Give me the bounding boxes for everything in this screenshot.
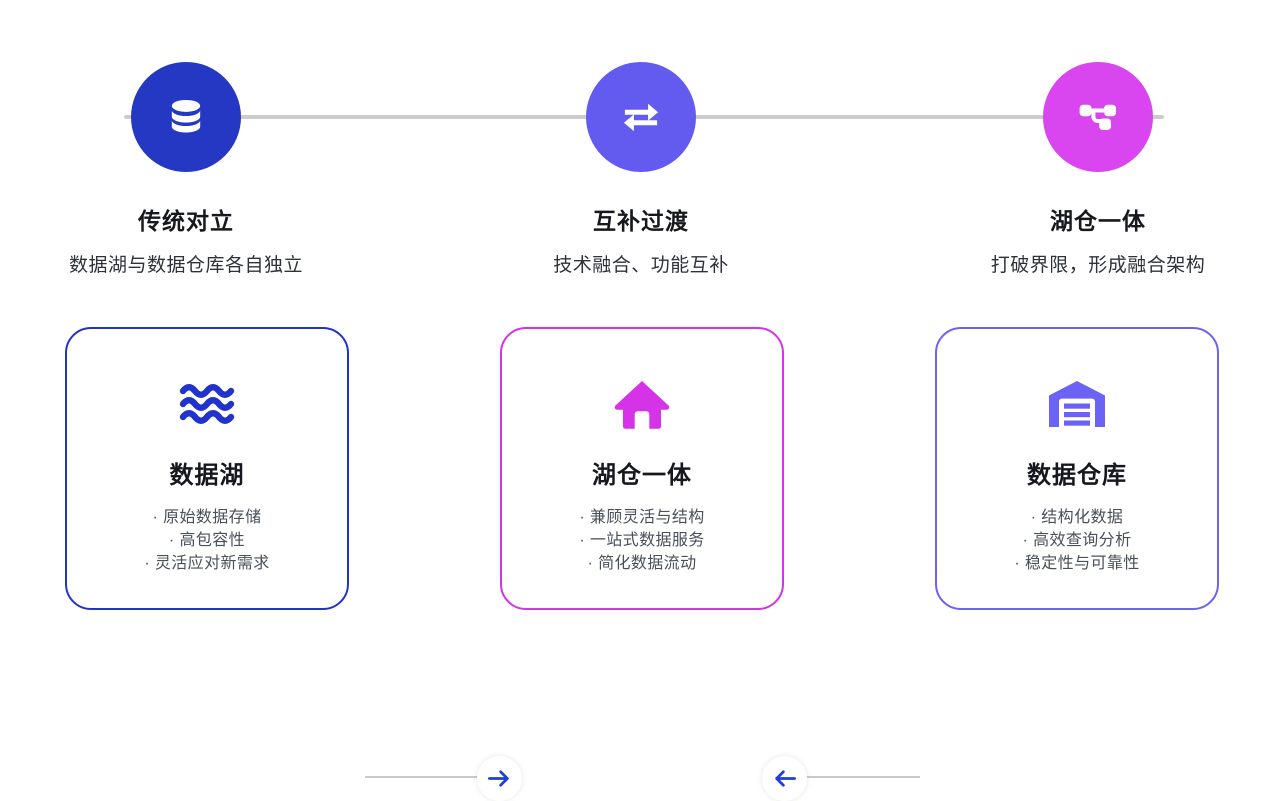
- card-feature-list: · 原始数据存储 · 高包容性 · 灵活应对新需求: [144, 506, 269, 575]
- list-item: · 灵活应对新需求: [144, 555, 270, 572]
- card-title: 湖仓一体: [592, 462, 692, 489]
- timeline-step-desc: 技术融合、功能互补: [553, 255, 729, 276]
- list-item: · 高效查询分析: [1022, 532, 1132, 549]
- timeline-step-1[interactable]: 传统对立 数据湖与数据仓库各自独立: [16, 62, 356, 277]
- timeline-step-desc: 数据湖与数据仓库各自独立: [68, 255, 303, 276]
- timeline-step-title: 互补过渡: [593, 208, 689, 234]
- timeline-step-desc: 打破界限，形成融合架构: [990, 255, 1206, 276]
- arrow-left-icon[interactable]: [762, 756, 807, 801]
- timeline-step-title: 传统对立: [138, 208, 234, 234]
- list-item: · 结构化数据: [1030, 509, 1124, 526]
- evolution-timeline: 传统对立 数据湖与数据仓库各自独立 互补过渡 技术融合、功能互补: [0, 0, 1280, 285]
- card-feature-list: · 结构化数据 · 高效查询分析 · 稳定性与可靠性: [1014, 506, 1139, 575]
- card-title: 数据仓库: [1027, 462, 1127, 489]
- list-item: · 高包容性: [168, 532, 246, 549]
- arrow-right-icon[interactable]: [477, 756, 522, 801]
- list-item: · 一站式数据服务: [579, 532, 705, 549]
- water-waves-icon: [177, 377, 237, 431]
- list-item: · 简化数据流动: [587, 555, 697, 572]
- architecture-card-row: 数据湖 · 原始数据存储 · 高包容性 · 灵活应对新需求 湖仓一体 · 兼顾灵…: [0, 310, 1280, 801]
- list-item: · 稳定性与可靠性: [1014, 555, 1140, 572]
- home-icon: [614, 377, 670, 431]
- card-data-lake[interactable]: 数据湖 · 原始数据存储 · 高包容性 · 灵活应对新需求: [65, 327, 349, 610]
- list-item: · 原始数据存储: [152, 509, 262, 526]
- warehouse-icon: [1047, 377, 1107, 431]
- card-lakehouse[interactable]: 湖仓一体 · 兼顾灵活与结构 · 一站式数据服务 · 简化数据流动: [500, 327, 784, 610]
- card-data-warehouse[interactable]: 数据仓库 · 结构化数据 · 高效查询分析 · 稳定性与可靠性: [935, 327, 1219, 610]
- list-item: · 兼顾灵活与结构: [579, 509, 705, 526]
- timeline-step-2[interactable]: 互补过渡 技术融合、功能互补: [471, 62, 811, 277]
- database-icon: [131, 62, 241, 172]
- card-feature-list: · 兼顾灵活与结构 · 一站式数据服务 · 简化数据流动: [579, 506, 704, 575]
- card-title: 数据湖: [169, 462, 245, 489]
- sitemap-icon: [1043, 62, 1153, 172]
- timeline-step-title: 湖仓一体: [1050, 208, 1146, 234]
- exchange-arrows-icon: [586, 62, 696, 172]
- timeline-step-3[interactable]: 湖仓一体 打破界限，形成融合架构: [928, 62, 1268, 277]
